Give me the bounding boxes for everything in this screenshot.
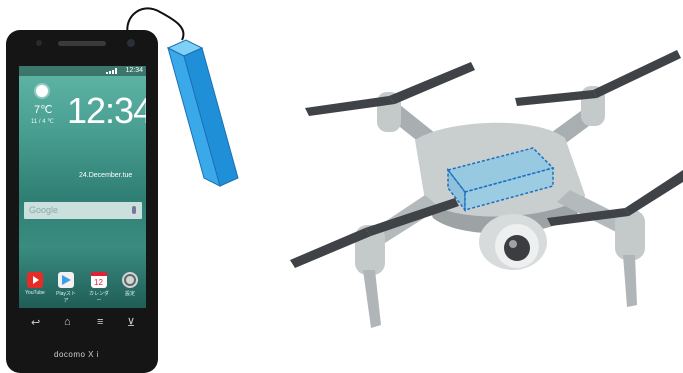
smartphone: 12:34 7℃ 11 / 4 ℃ 12:34 24.December.tue … xyxy=(6,30,158,373)
app-label-play-store: Playストア xyxy=(54,290,78,304)
battery-stick xyxy=(160,28,255,193)
calendar-icon[interactable]: 12 xyxy=(91,272,107,288)
menu-icon[interactable]: ≡ xyxy=(97,316,103,328)
nav-bar: ↩ ⌂ ≡ ⊻ xyxy=(19,313,146,335)
home-icon[interactable]: ⌂ xyxy=(64,316,71,328)
app-label-calendar: カレンダー xyxy=(87,290,111,304)
search-bar[interactable]: Google xyxy=(24,202,142,219)
search-label: Google xyxy=(29,205,58,215)
clock-widget: 12:34 xyxy=(67,90,146,132)
phone-screen: 12:34 7℃ 11 / 4 ℃ 12:34 24.December.tue … xyxy=(19,66,146,308)
mic-icon[interactable] xyxy=(132,206,136,214)
weather-temp: 7℃ xyxy=(34,103,52,116)
status-time: 12:34 xyxy=(125,66,143,76)
date-widget: 24.December.tue xyxy=(79,172,132,179)
settings-icon[interactable] xyxy=(122,272,138,288)
signal-icon xyxy=(106,68,120,74)
app-label-youtube: YouTube xyxy=(23,290,47,296)
sun-icon xyxy=(36,85,48,97)
front-camera xyxy=(127,39,135,47)
youtube-icon[interactable] xyxy=(27,272,43,288)
svg-text:12: 12 xyxy=(94,278,103,287)
back-icon[interactable]: ↩ xyxy=(31,316,40,329)
brand-logo: docomo X i xyxy=(54,350,99,359)
drone xyxy=(285,20,683,345)
app-label-settings: 設定 xyxy=(118,290,142,297)
status-bar: 12:34 xyxy=(19,66,146,76)
proximity-sensor xyxy=(36,40,42,46)
play-store-icon[interactable] xyxy=(58,272,74,288)
earpiece xyxy=(58,41,106,46)
down-icon[interactable]: ⊻ xyxy=(127,316,135,329)
weather-range: 11 / 4 ℃ xyxy=(31,118,54,125)
